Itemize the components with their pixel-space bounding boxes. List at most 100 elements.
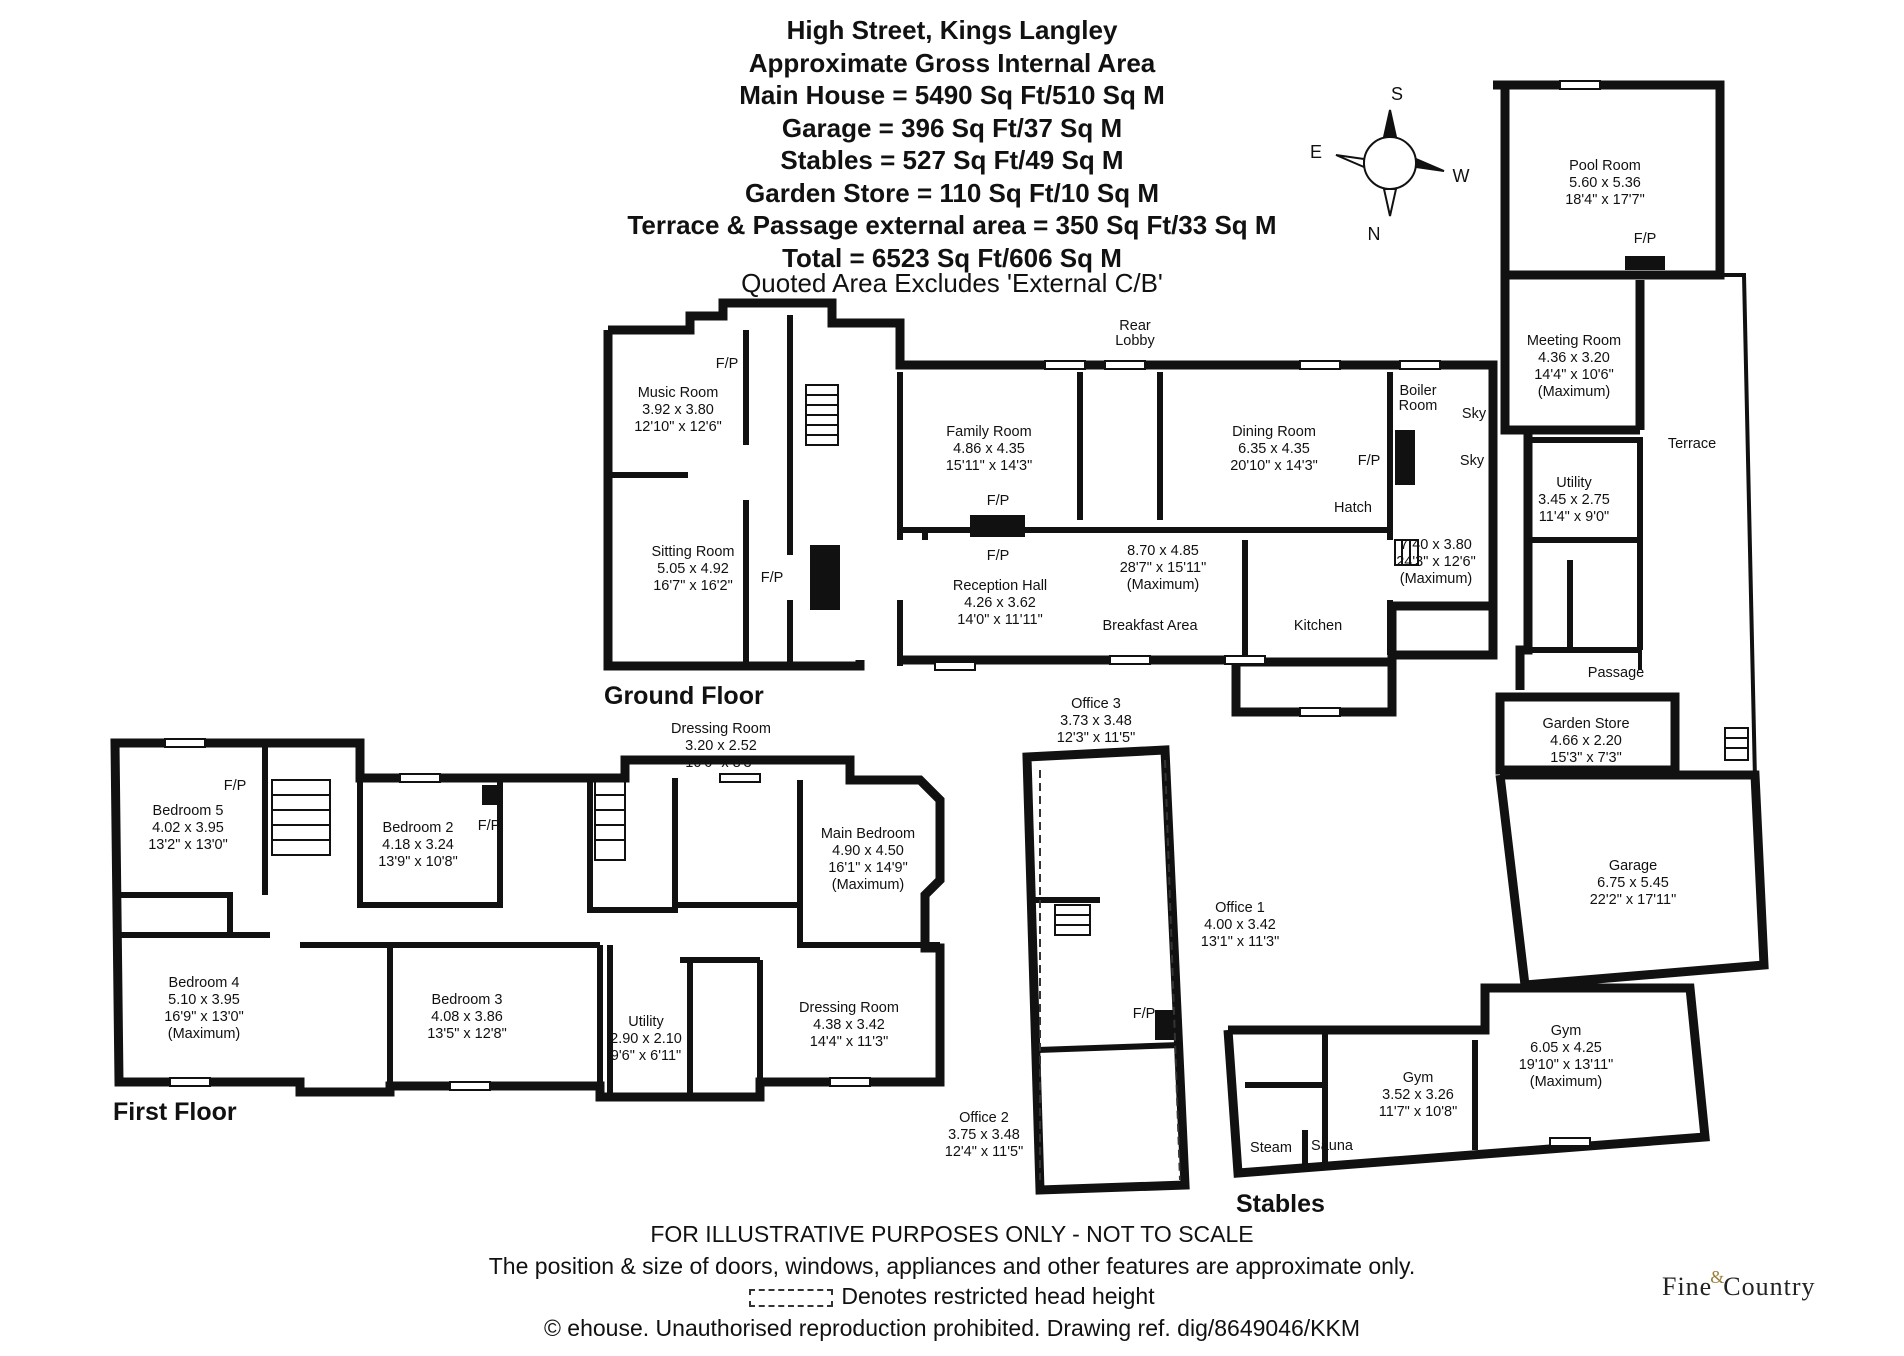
svg-text:15'3" x 7'3": 15'3" x 7'3"	[1550, 750, 1621, 766]
svg-text:20'10" x 14'3": 20'10" x 14'3"	[1230, 458, 1318, 474]
svg-text:11'4" x 9'0": 11'4" x 9'0"	[1539, 509, 1609, 525]
svg-text:Utility: Utility	[1556, 475, 1592, 491]
svg-text:4.38 x 3.42: 4.38 x 3.42	[813, 1017, 885, 1033]
svg-text:12'4" x 11'5": 12'4" x 11'5"	[945, 1144, 1023, 1160]
fp-family-bottom: F/P	[987, 548, 1010, 564]
svg-text:3.73 x 3.48: 3.73 x 3.48	[1060, 713, 1132, 729]
svg-text:9'6" x 6'11": 9'6" x 6'11"	[611, 1048, 681, 1064]
compass-w: W	[1453, 166, 1470, 186]
svg-text:28'7" x 15'11": 28'7" x 15'11"	[1120, 560, 1207, 576]
svg-text:16'1" x 14'9": 16'1" x 14'9"	[828, 860, 908, 876]
svg-text:13'2" x 13'0": 13'2" x 13'0"	[148, 837, 228, 853]
svg-text:(Maximum): (Maximum)	[1400, 571, 1473, 587]
offices-wall	[1022, 745, 1190, 1195]
svg-text:Bedroom 3: Bedroom 3	[432, 992, 503, 1008]
property-title: High Street, Kings Langley	[786, 15, 1118, 45]
svg-text:4.26 x 3.62: 4.26 x 3.62	[964, 595, 1036, 611]
stairs-first-2	[594, 779, 626, 861]
stairs-first	[271, 779, 331, 856]
position-note: The position & size of doors, windows, a…	[488, 1253, 1416, 1279]
garage-wall	[1495, 770, 1769, 990]
svg-text:Music Room: Music Room	[638, 385, 719, 401]
svg-text:Garage: Garage	[1609, 858, 1657, 874]
fireplace-sitting	[810, 545, 840, 610]
svg-text:5.60 x 5.36: 5.60 x 5.36	[1569, 175, 1641, 191]
svg-text:Office 1: Office 1	[1215, 900, 1265, 916]
svg-text:Garden Store: Garden Store	[1542, 716, 1629, 732]
fp-family-top: F/P	[987, 493, 1010, 509]
area-garage: Garage = 396 Sq Ft/37 Sq M	[781, 113, 1123, 143]
svg-text:4.02 x 3.95: 4.02 x 3.95	[152, 820, 224, 836]
fireplace-family	[970, 515, 1025, 537]
svg-text:Sitting Room: Sitting Room	[651, 544, 734, 560]
area-main-house: Main House = 5490 Sq Ft/510 Sq M	[739, 80, 1165, 110]
svg-text:4.90 x 4.50: 4.90 x 4.50	[832, 843, 904, 859]
svg-text:11'7" x 10'8": 11'7" x 10'8"	[1379, 1104, 1457, 1120]
svg-text:4.18 x 3.24: 4.18 x 3.24	[382, 837, 454, 853]
restricted-note: Denotes restricted head height	[0, 1281, 1904, 1311]
svg-text:4.08 x 3.86: 4.08 x 3.86	[431, 1009, 503, 1025]
svg-text:13'9" x 10'8": 13'9" x 10'8"	[378, 854, 458, 870]
svg-text:(Maximum): (Maximum)	[168, 1026, 241, 1042]
svg-text:Office 3: Office 3	[1071, 696, 1121, 712]
svg-text:10'6" x 8'3": 10'6" x 8'3"	[685, 755, 756, 771]
svg-text:Gym: Gym	[1403, 1070, 1434, 1086]
svg-text:7.40 x 3.80: 7.40 x 3.80	[1400, 537, 1472, 553]
restricted-legend-icon	[749, 1288, 834, 1307]
svg-text:3.20 x 2.52: 3.20 x 2.52	[685, 738, 757, 754]
svg-text:6.35 x 4.35: 6.35 x 4.35	[1238, 441, 1310, 457]
svg-text:19'10" x 13'11": 19'10" x 13'11"	[1519, 1057, 1614, 1073]
svg-text:Lobby: Lobby	[1115, 333, 1155, 349]
svg-text:(Maximum): (Maximum)	[832, 877, 905, 893]
svg-text:(Maximum): (Maximum)	[1127, 577, 1200, 593]
steam-label: Steam	[1250, 1140, 1292, 1156]
stairs-kitchen	[1394, 539, 1419, 566]
svg-text:(Maximum): (Maximum)	[1538, 384, 1611, 400]
svg-text:6.75 x 5.45: 6.75 x 5.45	[1597, 875, 1669, 891]
svg-text:Dressing Room: Dressing Room	[799, 1000, 899, 1016]
svg-text:18'4" x 17'7": 18'4" x 17'7"	[1565, 192, 1645, 208]
svg-text:Reception Hall: Reception Hall	[953, 578, 1047, 594]
svg-text:13'5" x 12'8": 13'5" x 12'8"	[427, 1026, 507, 1042]
stables-title: Stables	[1236, 1190, 1325, 1218]
svg-text:Office 2: Office 2	[959, 1110, 1009, 1126]
copyright: © ehouse. Unauthorised reproduction proh…	[543, 1315, 1361, 1341]
compass-e: E	[1310, 142, 1322, 162]
svg-text:Rear: Rear	[1119, 318, 1151, 334]
svg-text:16'9" x 13'0": 16'9" x 13'0"	[164, 1009, 244, 1025]
svg-text:4.66 x 2.20: 4.66 x 2.20	[1550, 733, 1622, 749]
passage-label: Passage	[1588, 665, 1644, 681]
gym-wall	[1223, 983, 1710, 1178]
svg-text:Family Room: Family Room	[946, 424, 1031, 440]
svg-text:3.75 x 3.48: 3.75 x 3.48	[948, 1127, 1020, 1143]
svg-text:3.45 x 2.75: 3.45 x 2.75	[1538, 492, 1610, 508]
fp-bed5: F/P	[224, 778, 247, 794]
sauna-label: Sauna	[1311, 1138, 1354, 1154]
fireplace-dining	[1395, 430, 1415, 485]
svg-text:Main Bedroom: Main Bedroom	[821, 826, 915, 842]
svg-text:4.36 x 3.20: 4.36 x 3.20	[1538, 350, 1610, 366]
svg-text:2.90 x 2.10: 2.90 x 2.10	[610, 1031, 682, 1047]
svg-text:3.92 x 3.80: 3.92 x 3.80	[642, 402, 714, 418]
svg-text:12'10" x 12'6": 12'10" x 12'6"	[634, 419, 722, 435]
hatch-label: Hatch	[1334, 500, 1372, 516]
